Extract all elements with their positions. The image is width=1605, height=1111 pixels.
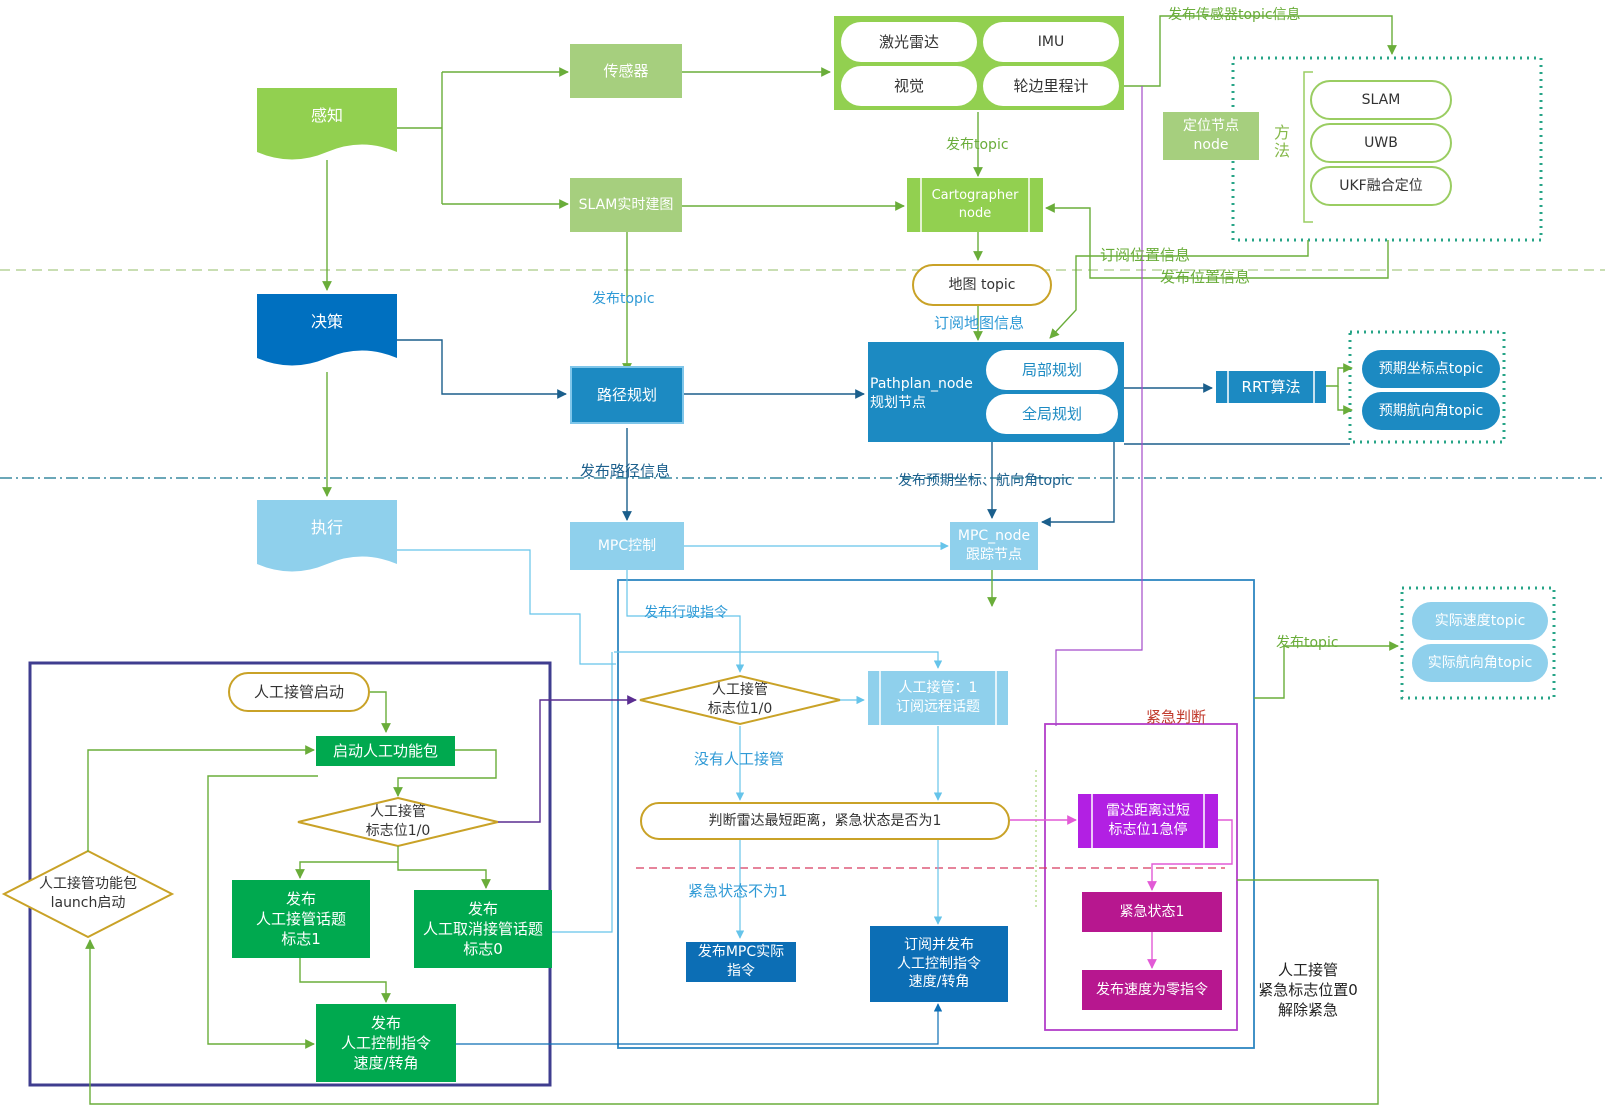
subscribe-position-label: 订阅位置信息 bbox=[1100, 246, 1191, 264]
launch-start-decision: 人工接管功能包 launch启动 bbox=[39, 876, 137, 911]
publish-mpc-cmd-node: 发布MPC实际 指令 bbox=[686, 942, 796, 982]
map-topic-node: 地图 topic bbox=[912, 264, 1052, 306]
odometry-node: 轮边里程计 bbox=[983, 66, 1119, 106]
launch-decision-shape bbox=[1, 849, 175, 939]
local-planning-node: 局部规划 bbox=[986, 350, 1118, 390]
category-execution: 执行 bbox=[310, 518, 343, 538]
method-label: 方法 bbox=[1271, 124, 1290, 160]
launch-package-node: 启动人工功能包 bbox=[316, 736, 455, 766]
publish-control-node: 发布 人工控制指令 速度/转角 bbox=[316, 1004, 456, 1082]
publish-drive-label: 发布行驶指令 bbox=[644, 605, 728, 621]
path-planning-node: 路径规划 bbox=[570, 366, 684, 424]
cartographer-shape bbox=[907, 178, 1043, 232]
vision-node: 视觉 bbox=[841, 66, 977, 106]
manual-flag-decision: 人工接管 标志位1/0 bbox=[365, 804, 431, 839]
manual-reset-label: 人工接管 紧急标志位置0 解除紧急 bbox=[1258, 960, 1358, 1020]
publish-position-label: 发布位置信息 bbox=[1160, 268, 1251, 286]
execution-publish-topic-label: 发布topic bbox=[1276, 635, 1339, 651]
execution-container bbox=[617, 579, 1255, 1049]
decision-shape bbox=[257, 294, 397, 366]
radar-too-close-shape bbox=[1078, 794, 1218, 848]
method-uwb: UWB bbox=[1310, 123, 1452, 163]
emergency-container bbox=[1044, 723, 1238, 1031]
judge-radar-node: 判断雷达最短距离，紧急状态是否为1 bbox=[640, 802, 1010, 840]
publish-zero-speed-node: 发布速度为零指令 bbox=[1082, 970, 1222, 1010]
expected-heading-topic: 预期航向角topic bbox=[1362, 392, 1500, 430]
method-ukf: UKF融合定位 bbox=[1310, 166, 1452, 206]
manual-takeover-container bbox=[28, 661, 552, 1087]
sensor-node: 传感器 bbox=[570, 44, 682, 98]
expected-coord-topic: 预期坐标点topic bbox=[1362, 350, 1500, 388]
perception-shape bbox=[257, 88, 397, 160]
expected-topic-box bbox=[1348, 330, 1506, 444]
category-decision: 决策 bbox=[310, 312, 343, 332]
manual-flag-decision-shape bbox=[639, 674, 841, 726]
pathplan-node: Pathplan_node 规划节点 bbox=[870, 376, 973, 411]
actual-topic-box bbox=[1400, 586, 1556, 700]
emergency-state-1-node: 紧急状态1 bbox=[1082, 892, 1222, 932]
lidar-node: 激光雷达 bbox=[841, 22, 977, 62]
manual-subscribe-shape bbox=[868, 671, 1008, 725]
publish-flag-1-node: 发布 人工接管话题 标志1 bbox=[232, 880, 370, 958]
publish-expected-label: 发布预期坐标、航向角topic bbox=[898, 473, 1073, 489]
global-planning-node: 全局规划 bbox=[986, 394, 1118, 434]
execution-shape bbox=[257, 500, 397, 572]
slam-mapping-node: SLAM实时建图 bbox=[570, 178, 682, 232]
localization-node: 定位节点 node bbox=[1163, 112, 1259, 160]
execution-manual-flag-decision: 人工接管 标志位1/0 bbox=[707, 682, 773, 717]
manual-start-node: 人工接管启动 bbox=[228, 672, 370, 712]
publish-cancel-flag-0-node: 发布 人工取消接管话题 标志0 bbox=[414, 890, 552, 968]
perception-publish-topic-label: 发布topic bbox=[946, 137, 1009, 153]
radar-too-close-node: 雷达距离过短 标志位1急停 bbox=[1106, 803, 1190, 838]
subscribe-publish-manual-node: 订阅并发布 人工控制指令 速度/转角 bbox=[870, 926, 1008, 1002]
emergency-title: 紧急判断 bbox=[1146, 708, 1207, 726]
category-perception: 感知 bbox=[310, 106, 343, 126]
no-manual-label: 没有人工接管 bbox=[694, 750, 785, 768]
rrt-shape bbox=[1216, 371, 1326, 403]
manual-subscribe-remote-node: 人工接管：1 订阅远程话题 bbox=[896, 680, 980, 715]
method-slam: SLAM bbox=[1310, 80, 1452, 120]
decision-publish-topic-label: 发布topic bbox=[592, 291, 655, 307]
publish-sensor-topic-label: 发布传感器topic信息 bbox=[1168, 7, 1301, 23]
rrt-node: RRT算法 bbox=[1241, 377, 1301, 396]
mpc-node: MPC_node 跟踪节点 bbox=[950, 522, 1038, 570]
publish-path-label: 发布路径信息 bbox=[580, 462, 671, 480]
subscribe-map-label: 订阅地图信息 bbox=[934, 314, 1025, 332]
actual-speed-topic: 实际速度topic bbox=[1412, 602, 1548, 640]
mpc-control-node: MPC控制 bbox=[570, 522, 684, 570]
actual-heading-topic: 实际航向角topic bbox=[1412, 644, 1548, 682]
imu-node: IMU bbox=[983, 22, 1119, 62]
cartographer-node: Cartographer node bbox=[931, 188, 1019, 221]
emergency-not-1-label: 紧急状态不为1 bbox=[688, 882, 788, 900]
